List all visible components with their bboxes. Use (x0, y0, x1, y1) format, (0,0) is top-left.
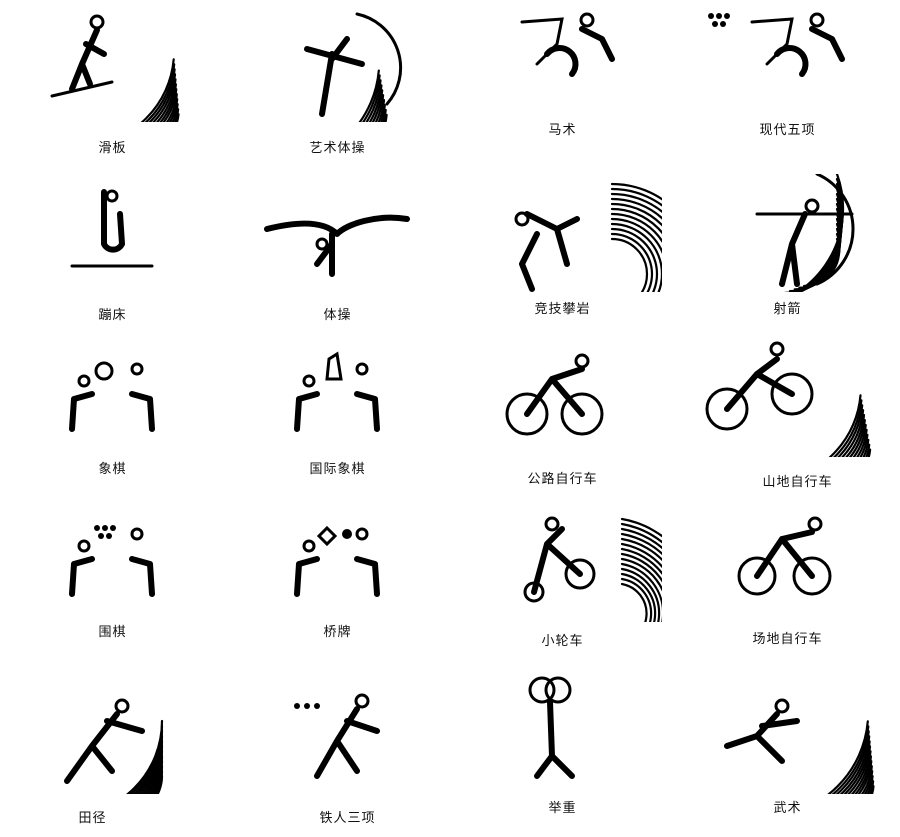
trampoline-pictogram-icon (12, 174, 212, 292)
bridge-pictogram-icon (237, 504, 437, 622)
go-pictogram-icon (12, 504, 212, 622)
pictogram-label: 现代五项 (759, 123, 816, 138)
pictogram-card: 举重 (450, 672, 675, 837)
track-cycling-pictogram-icon (687, 504, 887, 622)
pictogram-label: 山地自行车 (762, 475, 833, 490)
pictogram-card: 竞技攀岩 (450, 170, 675, 335)
pictogram-label: 国际象棋 (309, 462, 366, 477)
pictogram-label: 桥牌 (323, 625, 352, 640)
pictogram-card: 田径 (0, 672, 225, 837)
mountain-bike-pictogram-icon (687, 339, 887, 457)
pictogram-label: 围棋 (98, 625, 127, 640)
pictogram-label: 公路自行车 (527, 472, 598, 487)
gymnastics-pictogram-icon (237, 174, 437, 292)
triathlon-pictogram-icon (237, 676, 437, 794)
pictogram-card: 体操 (225, 170, 450, 335)
weightlifting-pictogram-icon (462, 676, 662, 794)
athletics-pictogram-icon (12, 676, 212, 794)
pictogram-card: 铁人三项 (225, 672, 450, 837)
pictogram-label: 铁人三项 (319, 811, 376, 826)
pictogram-card: 武术 (675, 672, 900, 837)
pictogram-label: 艺术体操 (309, 141, 366, 156)
pictogram-card: 艺术体操 (225, 0, 450, 165)
pictogram-card: 山地自行车 (675, 335, 900, 500)
chess-pictogram-icon (237, 339, 437, 457)
pictogram-card: 滑板 (0, 0, 225, 165)
pictogram-label: 蹦床 (98, 308, 127, 323)
pictogram-card: 小轮车 (450, 500, 675, 665)
pictogram-label: 射箭 (773, 302, 802, 317)
archery-pictogram-icon (687, 174, 887, 292)
modern-pentathlon-pictogram-icon (687, 4, 887, 122)
pictogram-label: 象棋 (98, 462, 127, 477)
pictogram-card: 国际象棋 (225, 335, 450, 500)
pictogram-card: 公路自行车 (450, 335, 675, 500)
wushu-pictogram-icon (687, 676, 887, 794)
rhythmic-gymnastics-pictogram-icon (237, 4, 437, 122)
pictogram-label: 小轮车 (541, 634, 584, 649)
equestrian-pictogram-icon (462, 4, 662, 122)
pictogram-label: 举重 (548, 801, 577, 816)
skateboarding-pictogram-icon (12, 4, 212, 122)
pictogram-label: 滑板 (98, 141, 127, 156)
pictogram-label: 马术 (548, 123, 577, 138)
pictogram-label: 竞技攀岩 (534, 302, 591, 317)
pictogram-card: 蹦床 (0, 170, 225, 335)
pictogram-label: 体操 (323, 308, 352, 323)
bmx-pictogram-icon (462, 504, 662, 622)
pictogram-label: 武术 (773, 801, 802, 816)
sport-climbing-pictogram-icon (462, 174, 662, 292)
xiangqi-pictogram-icon (12, 339, 212, 457)
pictogram-card: 马术 (450, 0, 675, 165)
pictogram-card: 射箭 (675, 170, 900, 335)
pictogram-card: 现代五项 (675, 0, 900, 165)
pictogram-label: 场地自行车 (752, 632, 823, 647)
pictogram-card: 象棋 (0, 335, 225, 500)
pictogram-card: 桥牌 (225, 500, 450, 665)
pictogram-card: 围棋 (0, 500, 225, 665)
road-cycling-pictogram-icon (462, 339, 662, 457)
pictogram-card: 场地自行车 (675, 500, 900, 665)
pictogram-label: 田径 (78, 811, 107, 826)
